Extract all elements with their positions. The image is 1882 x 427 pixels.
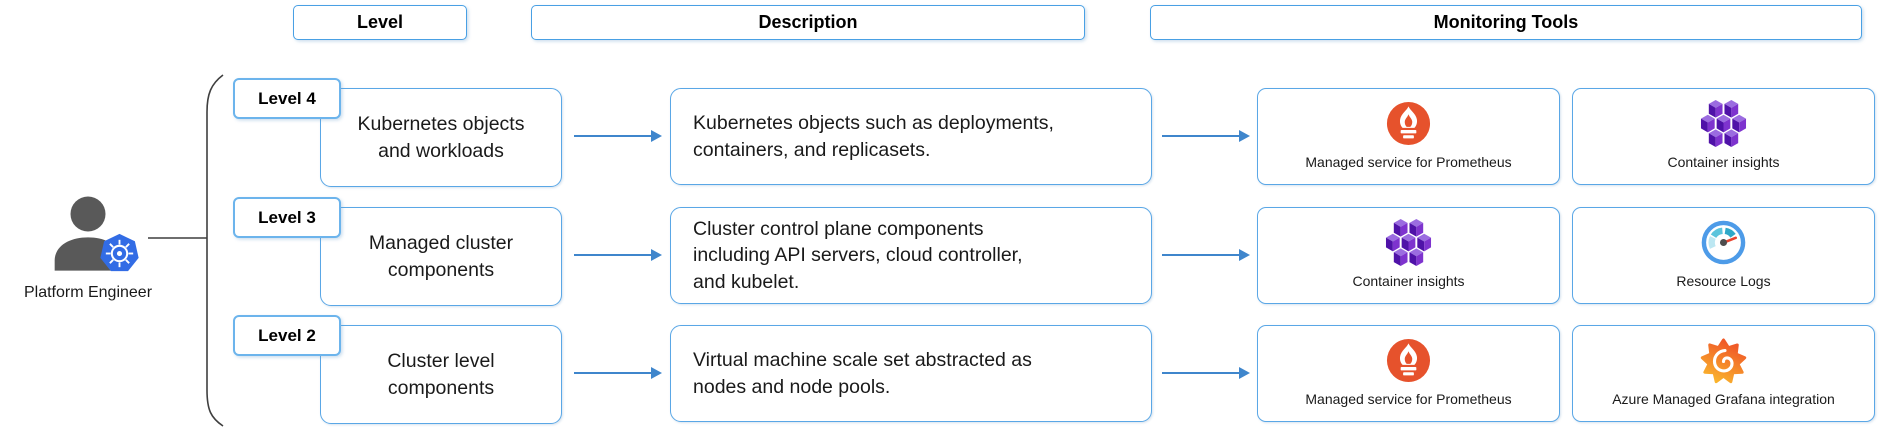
arrow-right-icon: [1162, 130, 1250, 142]
tool-card-prometheus: Managed service for Prometheus: [1257, 88, 1560, 185]
level-badge-4: Level 4: [233, 78, 341, 119]
arrow-right-icon: [1162, 367, 1250, 379]
column-header-monitoring-tools: Monitoring Tools: [1150, 5, 1862, 40]
prometheus-icon: [1386, 338, 1431, 383]
grafana-icon: [1700, 338, 1747, 384]
level-box-2-title: Cluster level components: [387, 350, 495, 399]
arrow-right-icon: [1162, 249, 1250, 261]
description-text: Virtual machine scale set abstracted as …: [693, 349, 1032, 398]
resource-logs-gauge-icon: [1700, 219, 1747, 266]
level-box-3-title: Managed cluster components: [368, 232, 514, 281]
prometheus-icon: [1386, 101, 1431, 146]
description-box-level4: Kubernetes objects such as deployments, …: [670, 88, 1152, 185]
tool-card-container-insights: Container insights: [1257, 207, 1560, 304]
tool-card-container-insights: Container insights: [1572, 88, 1875, 185]
arrow-right-icon: [574, 249, 662, 261]
tool-label: Container insights: [1667, 154, 1780, 170]
platform-engineer-label: Platform Engineer: [23, 284, 153, 301]
arrow-right-icon: [574, 130, 662, 142]
tool-label: Container insights: [1352, 273, 1465, 289]
description-text: Kubernetes objects such as deployments, …: [693, 112, 1054, 161]
level-box-4: Kubernetes objects and workloads: [320, 88, 562, 187]
level-badge-3: Level 3: [233, 197, 341, 238]
level-box-4-title: Kubernetes objects and workloads: [357, 113, 525, 162]
bracket-connector: [148, 74, 224, 427]
description-box-level3: Cluster control plane components includi…: [670, 207, 1152, 304]
level-box-3: Managed cluster components: [320, 207, 562, 306]
description-text: Cluster control plane components includi…: [693, 218, 1023, 293]
container-insights-icon: [1385, 219, 1432, 266]
tool-label: Resource Logs: [1676, 273, 1771, 289]
tool-label: Managed service for Prometheus: [1305, 391, 1512, 407]
container-insights-icon: [1700, 100, 1747, 147]
level-badge-2: Level 2: [233, 315, 341, 356]
tool-card-prometheus: Managed service for Prometheus: [1257, 325, 1560, 422]
tool-card-resource-logs: Resource Logs: [1572, 207, 1875, 304]
tool-card-grafana: Azure Managed Grafana integration: [1572, 325, 1875, 422]
description-box-level2: Virtual machine scale set abstracted as …: [670, 325, 1152, 422]
tool-label: Azure Managed Grafana integration: [1612, 391, 1835, 407]
level-box-2: Cluster level components: [320, 325, 562, 424]
column-header-level: Level: [293, 5, 467, 40]
arrow-right-icon: [574, 367, 662, 379]
column-header-description: Description: [531, 5, 1085, 40]
tool-label: Managed service for Prometheus: [1305, 154, 1512, 170]
